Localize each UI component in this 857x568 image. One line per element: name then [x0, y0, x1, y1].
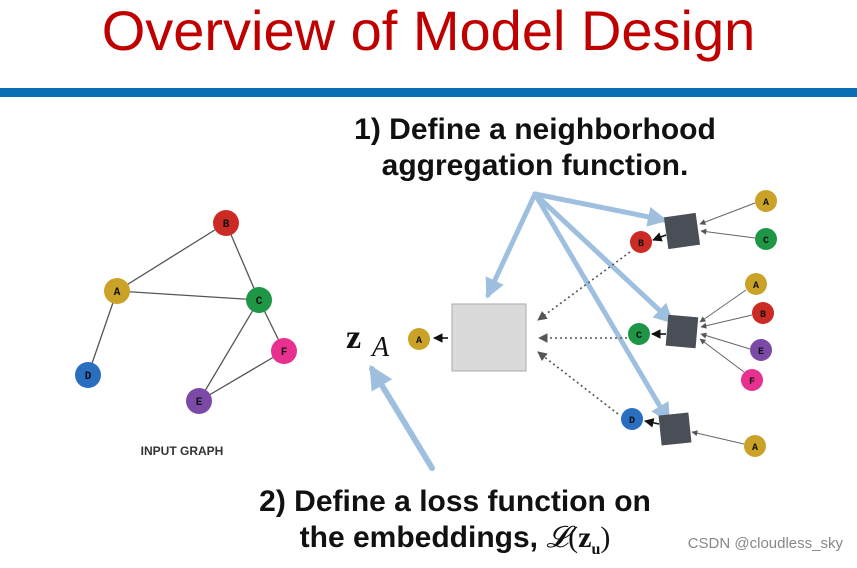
pointer-to-box-d	[532, 191, 671, 424]
arrow-box-to-b	[652, 232, 667, 242]
node-c-level1: C	[628, 323, 650, 345]
page-title: Overview of Model Design	[101, 0, 756, 62]
edge-a-to-box-b	[699, 202, 756, 225]
svg-text:E: E	[196, 397, 203, 409]
svg-text:F: F	[281, 347, 288, 359]
svg-text:C: C	[763, 236, 769, 247]
graph-edge-a-d	[87, 290, 118, 376]
node-f-neighbor-of-c: F	[741, 369, 763, 391]
step1-line1: 1) Define a neighborhood	[354, 113, 716, 146]
aggregation-box	[451, 303, 527, 372]
node-a-neighbor-of-c: A	[745, 273, 767, 295]
edge-c-to-box-b	[700, 228, 756, 239]
loss-subscript: u	[591, 541, 601, 558]
svg-text:A: A	[114, 287, 121, 299]
title-divider	[0, 88, 857, 97]
graph-edge-b-c	[225, 222, 260, 301]
loss-paren-close: )	[600, 521, 611, 554]
csdn-watermark: CSDN @cloudless_sky	[687, 535, 843, 552]
pointer-to-box-c	[532, 191, 674, 324]
step2-heading: 2) Define a loss function on the embeddi…	[230, 484, 680, 568]
graph-node-e: E	[186, 388, 212, 414]
svg-text:B: B	[638, 239, 644, 250]
graph-node-b: B	[213, 210, 239, 236]
edge-b-to-box-c	[700, 314, 753, 329]
aggregator-box-d	[658, 412, 692, 446]
svg-text:D: D	[85, 371, 92, 383]
edge-e-to-box-c	[700, 332, 751, 350]
edge-a-to-box-c	[699, 289, 747, 323]
step1-pointer-arrows	[485, 191, 674, 424]
loss-arg: z	[578, 521, 592, 554]
dotted-arrow-d-to-agg	[537, 351, 619, 415]
svg-text:A: A	[763, 198, 769, 209]
step1-heading: 1) Define a neighborhood aggregation fun…	[335, 112, 735, 184]
input-graph-label: INPUT GRAPH	[141, 444, 224, 458]
svg-text:B: B	[760, 310, 766, 321]
graph-edge-c-e	[198, 299, 260, 402]
svg-text:A: A	[752, 443, 758, 454]
dotted-arrow-b-to-agg	[537, 251, 631, 321]
arrow-box-to-d	[644, 418, 660, 428]
aggregator-b-group: B A C	[630, 190, 777, 253]
svg-text:E: E	[758, 347, 764, 358]
node-c-neighbor-of-b: C	[755, 228, 777, 250]
node-a-neighbor-of-d: A	[744, 435, 766, 457]
loss-paren-open: (	[568, 521, 579, 554]
target-node-a: A	[408, 328, 430, 350]
pointer-to-agg-box	[485, 191, 538, 299]
aggregator-box-c	[665, 314, 699, 349]
node-b-level1: B	[630, 231, 652, 253]
svg-text:F: F	[749, 377, 755, 388]
graph-edge-a-b	[116, 222, 227, 292]
svg-text:D: D	[629, 416, 635, 427]
graph-edge-e-f	[198, 350, 285, 402]
step2-line1: 2) Define a loss function on	[259, 485, 651, 518]
node-a-neighbor-of-b: A	[755, 190, 777, 212]
node-b-neighbor-of-c: B	[752, 302, 774, 324]
embedding-symbol: z	[346, 319, 361, 356]
svg-text:C: C	[636, 331, 642, 342]
edge-f-to-box-c	[699, 338, 745, 373]
aggregator-box-b	[663, 212, 701, 250]
graph-node-c: C	[246, 287, 272, 313]
aggregator-c-group: C A B E F	[628, 273, 774, 391]
edge-a-to-box-d	[691, 430, 745, 445]
graph-node-a: A	[104, 278, 130, 304]
step2-line2-text: the embeddings,	[299, 521, 547, 554]
node-e-neighbor-of-c: E	[750, 339, 772, 361]
step1-line2: aggregation function.	[381, 149, 689, 182]
svg-text:A: A	[416, 336, 422, 347]
graph-node-f: F	[271, 338, 297, 364]
svg-text:A: A	[753, 281, 759, 292]
svg-text:C: C	[256, 296, 263, 308]
graph-edge-a-c	[116, 290, 260, 301]
embedding-subscript: A	[370, 332, 390, 363]
step2-pointer-arrow	[369, 364, 435, 471]
graph-node-d: D	[75, 362, 101, 388]
svg-text:B: B	[223, 219, 230, 231]
aggregator-d-group: D A	[621, 408, 766, 457]
node-d-level1: D	[621, 408, 643, 430]
input-graph: A B C D E F INPUT GRAPH	[75, 210, 297, 458]
step2-line2: the embeddings, 𝓛(zu)	[230, 520, 680, 568]
pointer-to-box-b	[532, 191, 668, 227]
loss-symbol: 𝓛	[546, 520, 569, 555]
